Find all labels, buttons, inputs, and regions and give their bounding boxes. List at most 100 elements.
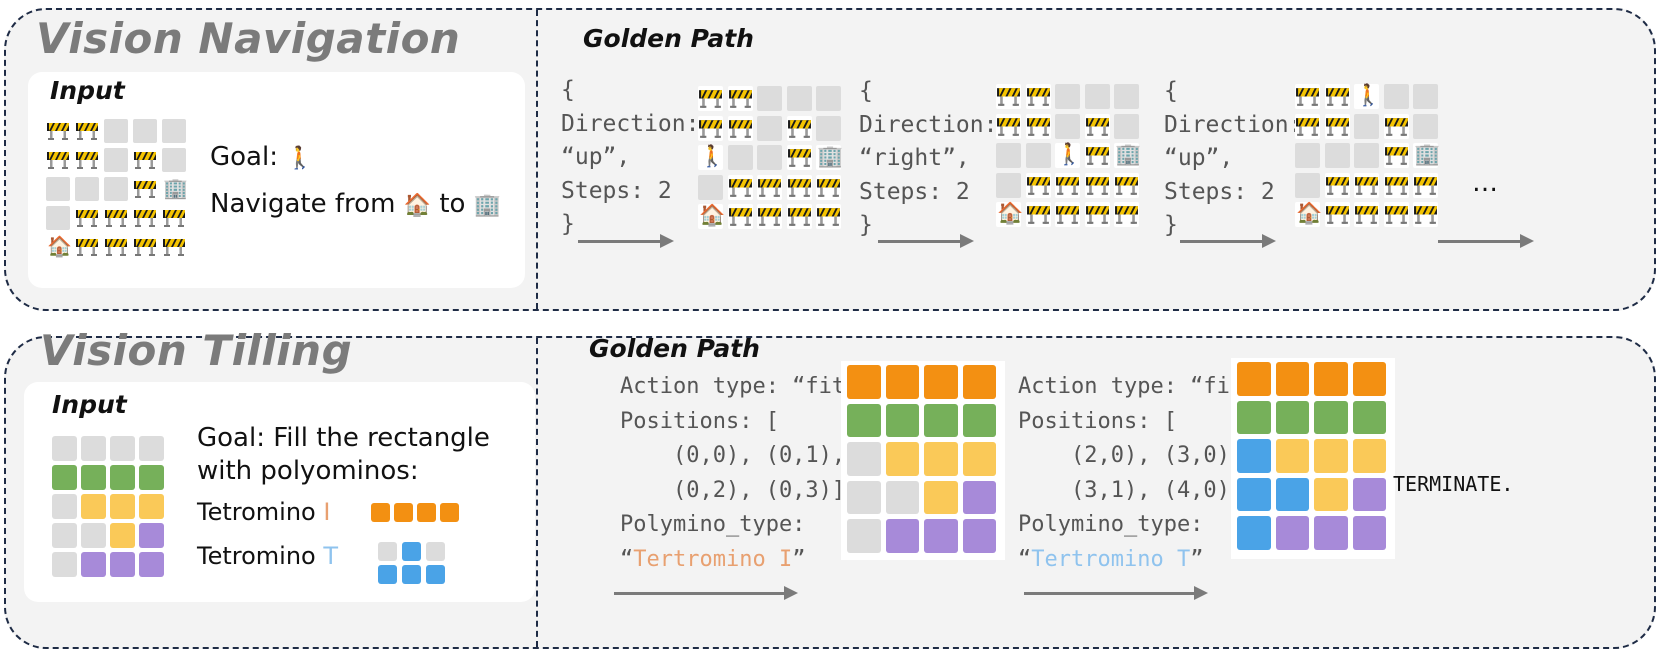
construction-barrier-icon	[996, 113, 1021, 139]
tiling-goal-line-2: with polyominos:	[197, 456, 419, 486]
nav-step-2-text: {Direction:“right”,Steps: 2}	[859, 75, 997, 243]
construction-barrier-icon	[1383, 113, 1409, 139]
tetromino-t-cell	[402, 542, 421, 561]
construction-barrier-icon	[1114, 202, 1139, 227]
construction-barrier-icon	[1084, 202, 1110, 227]
construction-barrier-icon	[75, 148, 99, 172]
tile-cell-blue	[1237, 439, 1271, 473]
office-building-icon: 🏢	[817, 144, 844, 168]
tetromino-i-word: Tetromino	[197, 498, 316, 526]
construction-barrier-icon	[1084, 113, 1110, 139]
nav-step-1-line: Steps: 2	[561, 177, 672, 204]
tile-cell-orange	[962, 365, 996, 399]
construction-barrier-icon	[1055, 172, 1080, 198]
grid-cell-empty	[162, 148, 186, 172]
construction-barrier-icon	[698, 115, 723, 141]
tiling-step-2-type-label: Polymino_type:	[1018, 512, 1204, 537]
tetromino-t-word: Tetromino	[197, 542, 316, 570]
construction-barrier-icon	[816, 174, 841, 200]
tile-cell-empty	[847, 442, 881, 476]
grid-cell-empty	[133, 119, 157, 143]
tile-cell-purple	[1352, 477, 1386, 511]
office-building-icon: 🏢	[1413, 142, 1441, 168]
construction-barrier-icon	[133, 235, 157, 259]
tetromino-i-cell	[417, 503, 436, 522]
tile-cell-yellow	[924, 480, 958, 514]
nav-goal-prefix: Goal:	[210, 142, 278, 172]
nav-step-3-line: {	[1164, 78, 1178, 104]
nav-step-3-line: Direction:	[1164, 111, 1303, 138]
grid-cell-empty	[996, 172, 1021, 198]
tile-cell-orange	[885, 365, 919, 399]
tiling-panel-title: Vision Tilling	[40, 326, 353, 375]
tiling-step-2-card	[1231, 358, 1395, 559]
tiling-step-1-text: Action type: “fit”,Positions: [ (0,0), (…	[620, 370, 872, 577]
tetromino-t-cell	[402, 565, 421, 584]
nav-step-1-arrow	[578, 234, 674, 248]
person-walking-icon: 🚶	[698, 145, 725, 170]
office-building-icon: 🏢	[1414, 142, 1441, 166]
tile-cell-yellow	[1275, 439, 1309, 473]
tile-cell-purple	[962, 519, 996, 553]
construction-barrier-icon	[104, 235, 128, 259]
construction-barrier-icon	[727, 115, 753, 141]
grid-cell-empty	[104, 119, 128, 143]
tetromino-i-cell	[440, 503, 459, 522]
tetromino-t-blank-cell	[426, 542, 445, 561]
grid-cell-empty	[1354, 113, 1379, 139]
tiling-step-1-type-value: “Tertromino I”	[620, 543, 872, 578]
grid-cell-empty	[1055, 84, 1080, 109]
grid-cell-empty	[1114, 113, 1139, 139]
tiling-step-2-type-value: “Tertromino T”	[1018, 543, 1270, 578]
construction-barrier-icon	[1295, 84, 1320, 109]
grid-cell-empty	[75, 177, 99, 201]
tile-cell-green	[924, 403, 958, 437]
panel-divider	[536, 10, 538, 309]
nav-step-1-line: }	[561, 211, 575, 237]
quote-open: “	[620, 546, 634, 572]
tile-cell-yellow	[885, 442, 919, 476]
quote-close: ”	[792, 546, 806, 572]
grid-cell-empty	[816, 115, 841, 141]
tile-cell-blue	[1237, 477, 1271, 511]
tile-cell-green	[139, 465, 164, 490]
house-icon: 🏠	[997, 201, 1024, 225]
nav-panel-title: Vision Navigation	[36, 14, 461, 63]
tile-cell-empty	[52, 552, 77, 577]
construction-barrier-icon	[1324, 172, 1350, 198]
house-icon: 🏠	[46, 234, 72, 259]
tile-cell-empty	[885, 480, 919, 514]
office-building-icon: 🏢	[816, 144, 844, 170]
tile-cell-green	[1275, 400, 1309, 434]
tile-cell-purple	[81, 552, 106, 577]
grid-cell-empty	[1413, 84, 1438, 109]
tetromino-i-cell	[371, 503, 390, 522]
construction-barrier-icon	[1324, 84, 1350, 109]
tile-cell-green	[52, 465, 77, 490]
house-icon: 🏠	[1295, 202, 1322, 227]
tile-cell-yellow	[962, 442, 996, 476]
construction-barrier-icon	[1084, 143, 1110, 168]
grid-cell-empty	[757, 115, 782, 141]
construction-barrier-icon	[1413, 172, 1438, 198]
nav-step-2-line: }	[859, 212, 873, 238]
construction-barrier-icon	[786, 204, 812, 229]
grid-cell-empty	[104, 177, 128, 201]
nav-step-3-line: Steps: 2	[1164, 178, 1275, 205]
tile-cell-yellow	[139, 494, 164, 519]
construction-barrier-icon	[727, 86, 753, 111]
construction-barrier-icon	[46, 119, 70, 143]
construction-barrier-icon	[786, 115, 812, 141]
tiling-step-1-action: Action type: “fit”,	[620, 374, 872, 399]
tiling-input-box	[24, 382, 535, 602]
grid-cell-empty	[162, 119, 186, 143]
nav-input-label: Input	[50, 76, 125, 105]
grid-cell-empty	[46, 206, 70, 230]
house-icon: 🏠	[47, 234, 72, 258]
polymino-type-value: Tertromino T	[1031, 546, 1191, 572]
construction-barrier-icon	[75, 119, 99, 143]
tiling-step-1-type-label: Polymino_type:	[620, 512, 806, 537]
grid-cell-empty	[757, 145, 782, 170]
tiling-step-2-text: Action type: “fit”,Positions: [ (2,0), (…	[1018, 370, 1270, 577]
grid-cell-empty	[727, 145, 753, 170]
